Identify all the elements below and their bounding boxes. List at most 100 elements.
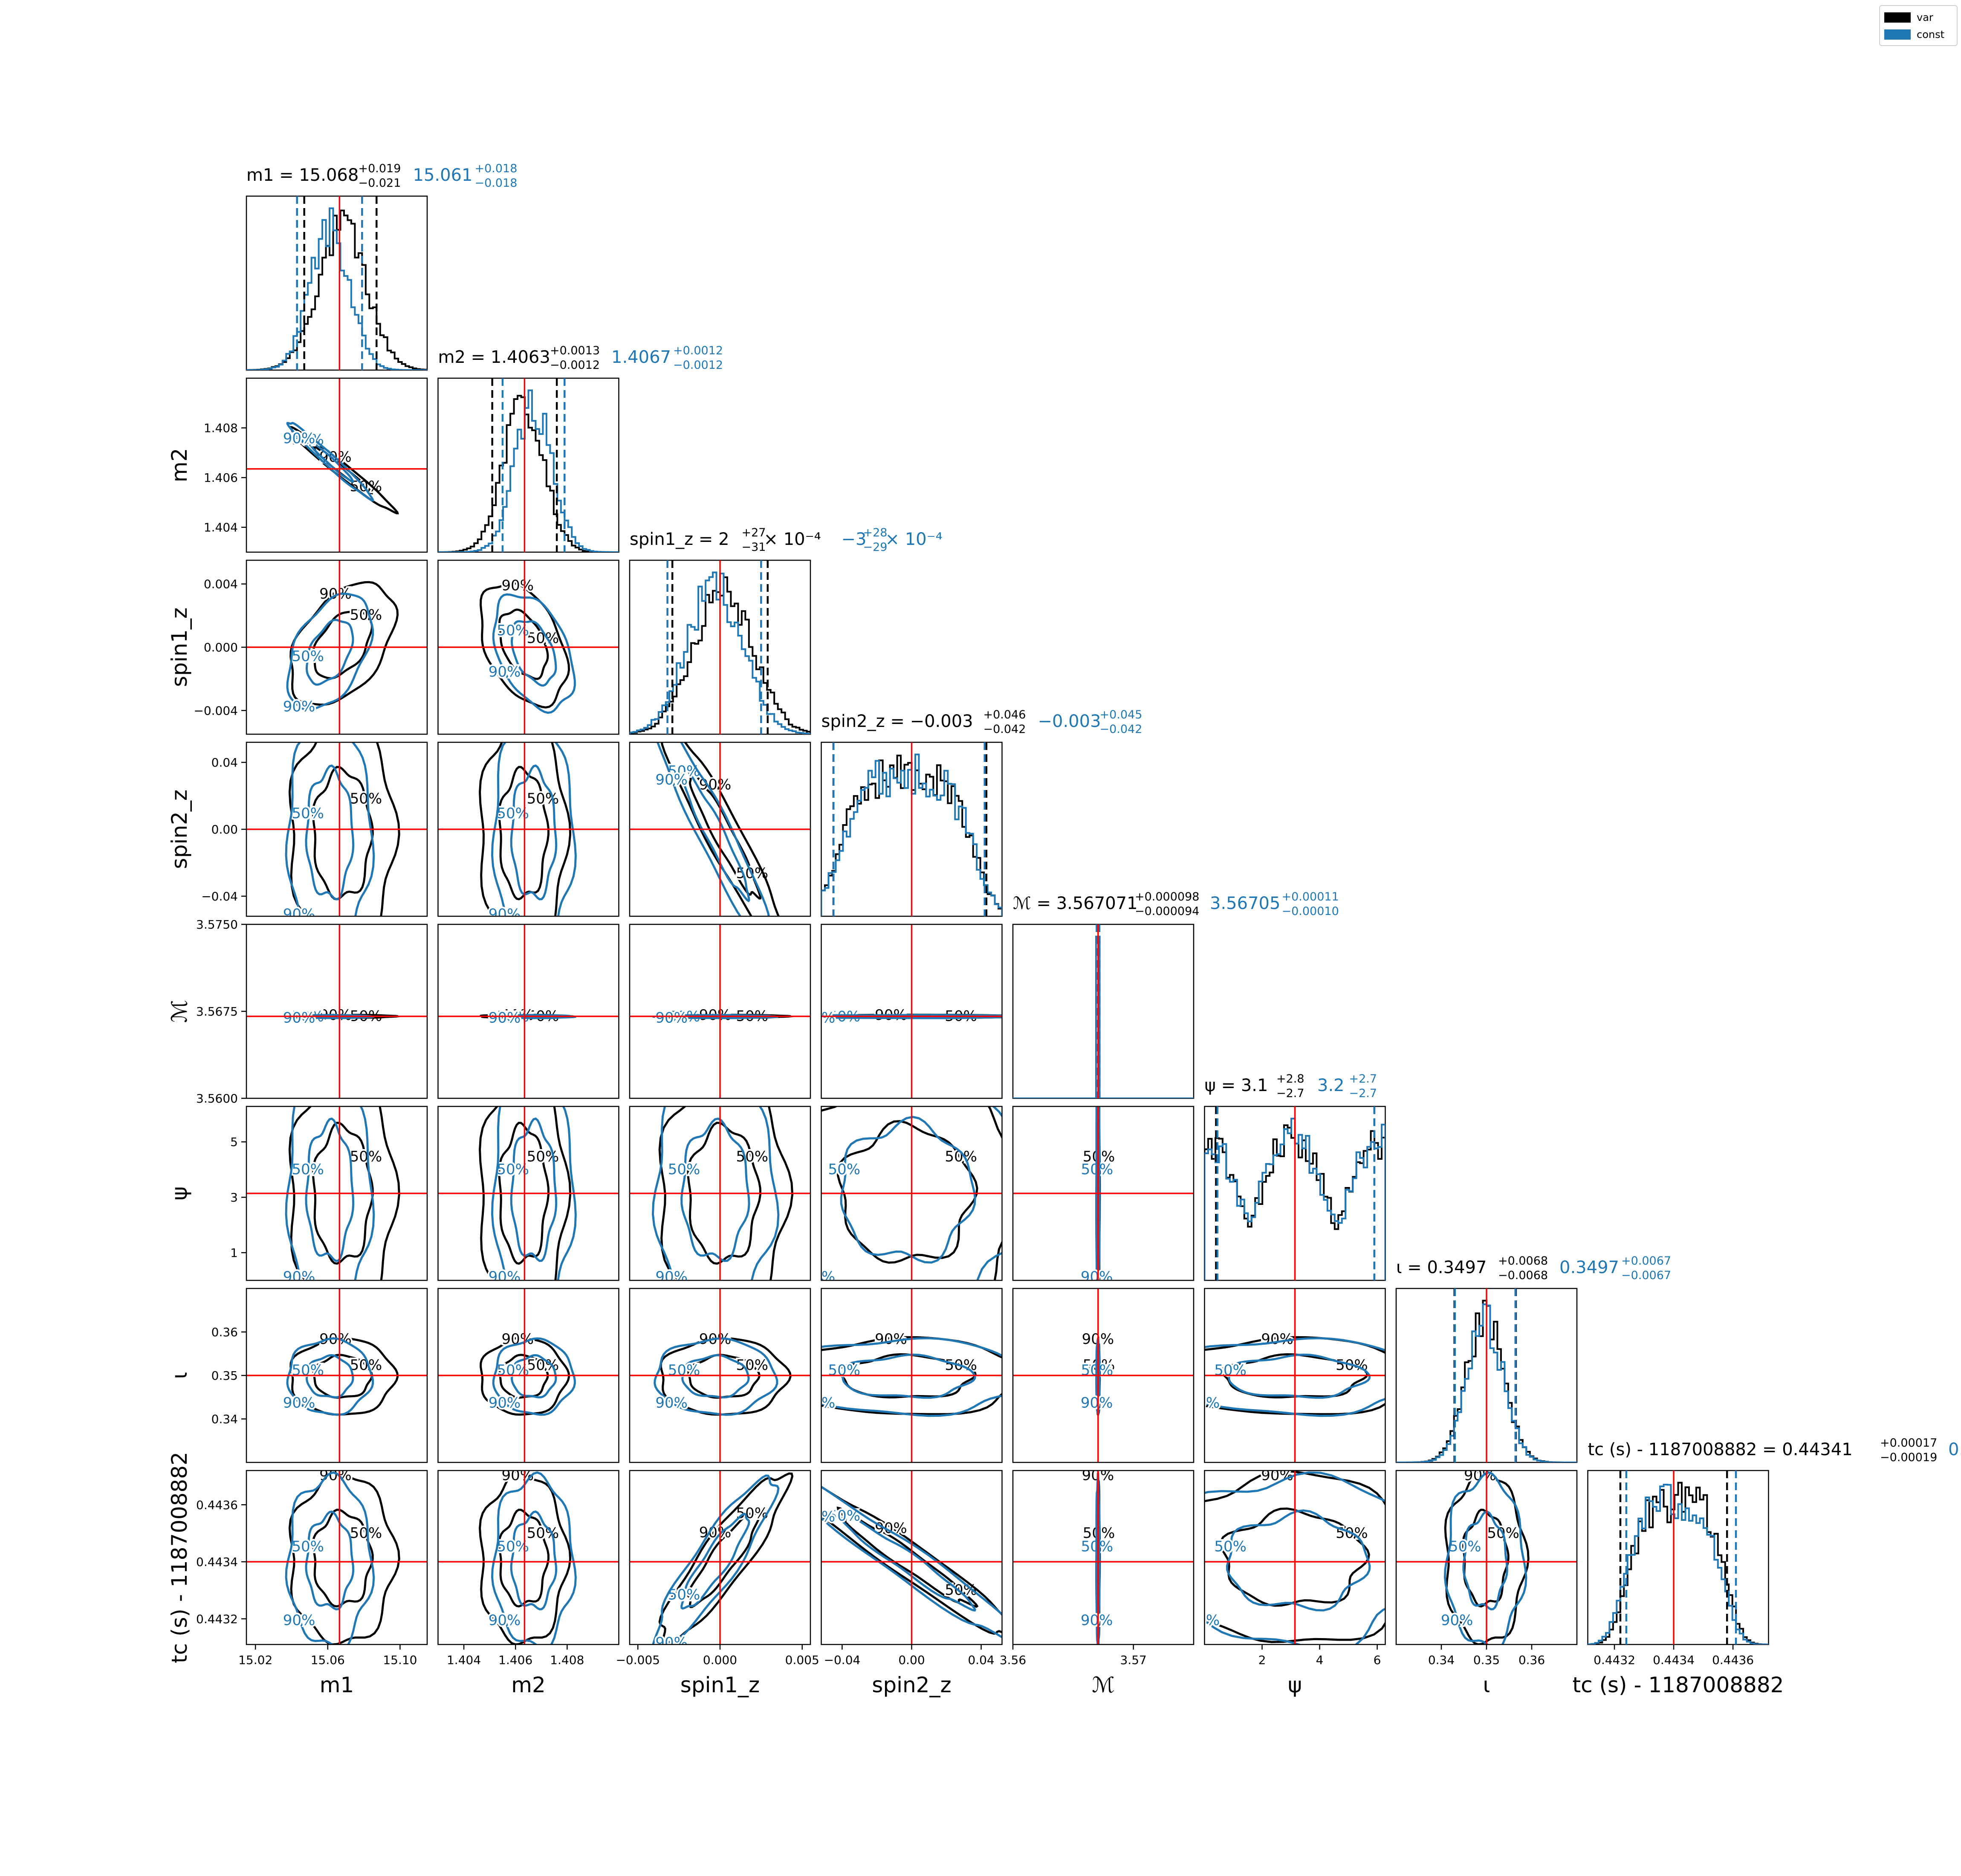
contour-const-50% (305, 1354, 354, 1398)
contour-label-const: 50% (292, 1362, 324, 1379)
contour-area: 50%90%50%90% (246, 1471, 427, 1644)
contour-area: 50%90%50%90% (630, 1106, 810, 1280)
contour-label-const: 90% (1441, 1612, 1473, 1629)
contour-area: 50%90%50%90% (630, 742, 810, 916)
contour-label-var: 90% (1261, 1331, 1293, 1348)
title-var-plus: +2.8 (1276, 1072, 1304, 1086)
y-axis-label-psi: ψ (167, 1187, 192, 1201)
contour-var-50% (312, 1354, 373, 1399)
contour-label-const: 90% (655, 771, 688, 788)
panel-frame (246, 377, 428, 553)
contour-label-const: 90% (283, 1268, 315, 1285)
title-var-plus: +0.046 (983, 708, 1026, 721)
hist-area (1013, 924, 1194, 1098)
contour-var-50% (498, 608, 549, 680)
y-axis-label-tc: tc (s) - 1187008882 (167, 1452, 192, 1663)
contour-const-90% (492, 1337, 576, 1416)
contour-label-var: 90% (875, 1064, 907, 1081)
contour-label-const: 50% (828, 1161, 861, 1178)
contour-label-const: 50% (828, 1362, 861, 1379)
y-tick-label: −0.004 (194, 704, 238, 718)
contour-const-90% (656, 742, 770, 916)
contour-area: 50%90%50%90% (630, 924, 810, 1098)
contour-label-const: 90% (655, 1394, 688, 1411)
title-var-plus: +27 (742, 526, 766, 539)
contour-const-50% (305, 438, 354, 483)
title-var-plus: +0.0013 (550, 344, 600, 357)
contour-var-50% (498, 1508, 550, 1608)
x-axis-label-psi: ψ (1288, 1673, 1302, 1697)
title-var-plus: +0.000098 (1135, 890, 1199, 903)
panel-iota-vs-spin2_z: 50%90%50%90% (821, 1288, 1003, 1463)
y-axis-label-spin2_z: spin2_z (167, 790, 192, 869)
hist-var (1013, 961, 1194, 1098)
legend-label-const: const (1917, 29, 1945, 41)
legend-label-var: var (1917, 12, 1933, 23)
contour-area: 50%90%50%90% (1204, 1288, 1385, 1462)
contour-const-90% (821, 1337, 1002, 1417)
panel-frame (437, 741, 619, 917)
panel-frame (246, 1106, 428, 1281)
x-tick-label: 1.404 (447, 1653, 481, 1667)
title-spin2_z: spin2_z = −0.003+0.046−0.042−0.003+0.045… (821, 708, 1142, 736)
title-const-suffix: × 10⁻⁴ (885, 530, 943, 549)
diag-panel-spin2_z: spin2_z = −0.003+0.046−0.042−0.003+0.045… (821, 708, 1142, 917)
legend-swatch-var (1884, 12, 1911, 23)
x-tick-label: 15.06 (311, 1653, 345, 1667)
contour-label-var: 50% (350, 790, 382, 808)
panel-frame (437, 1288, 619, 1463)
y-tick-label: 0.4434 (196, 1555, 238, 1569)
title-const-minus: −0.0067 (1621, 1269, 1671, 1282)
title-var-value: ℳ = 3.567071 (1013, 894, 1138, 913)
panel-iota-vs-m2: 50%90%50%90% (437, 1288, 619, 1463)
title-var-value: m1 = 15.068 (246, 165, 359, 185)
title-const-minus: −0.042 (1100, 723, 1142, 736)
contour-label-const: 90% (489, 663, 521, 680)
contour-area: 50%90%50%90% (803, 1471, 1002, 1644)
x-tick-label: 0.4436 (1712, 1653, 1754, 1667)
title-const-plus: +0.018 (475, 162, 518, 175)
y-tick-label: 1 (230, 1246, 238, 1260)
y-axis-label-iota: ι (167, 1372, 192, 1379)
contour-label-var: 90% (1464, 1467, 1496, 1484)
y-tick-label: 3 (230, 1190, 238, 1204)
contour-const-50% (840, 1513, 976, 1612)
contour-const-50% (680, 1117, 750, 1262)
diag-panel-spin1_z: spin1_z = 2+27−31 × 10⁻⁴−3+28−29 × 10⁻⁴ (629, 526, 943, 735)
title-var-plus: +0.0068 (1498, 1254, 1548, 1268)
contour-var-50% (687, 1511, 762, 1608)
panel-frame (437, 1106, 619, 1281)
contour-area: 50%90%50%90% (246, 924, 427, 1098)
contour-area: 50%90%50%90% (821, 1064, 1002, 1280)
contour-var-90% (289, 581, 399, 706)
hist-area (1396, 1288, 1577, 1462)
contour-label-const: 90% (283, 1612, 315, 1629)
hist-area (1204, 1106, 1385, 1280)
panel-tc-vs-psi: 50%90%50%90% (1204, 1470, 1386, 1645)
contour-const-90% (492, 593, 576, 714)
contour-label-const: 90% (489, 1268, 521, 1285)
contour-label-const: 90% (803, 1508, 836, 1525)
contour-label-var: 90% (319, 1064, 352, 1081)
contour-label-const: 50% (292, 648, 324, 665)
title-var-value: spin1_z = 2 (630, 530, 729, 549)
contour-label-const: 90% (1081, 1394, 1113, 1411)
title-var-plus: +0.00017 (1880, 1436, 1937, 1450)
panel-mchirp-vs-spin1_z: 50%90%50%90% (629, 924, 811, 1099)
title-const-value: 0.3497 (1559, 1258, 1619, 1277)
title-const-value: 0.44 (1948, 1440, 1961, 1459)
contour-const-50% (305, 1510, 355, 1610)
contour-var-90% (289, 1337, 399, 1416)
contour-label-var: 50% (736, 1505, 768, 1522)
title-var-plus: +0.019 (359, 162, 401, 175)
panel-tc-vs-iota: 50%90%50%90% (1395, 1467, 1578, 1645)
x-tick-label: 0.34 (1428, 1653, 1455, 1667)
